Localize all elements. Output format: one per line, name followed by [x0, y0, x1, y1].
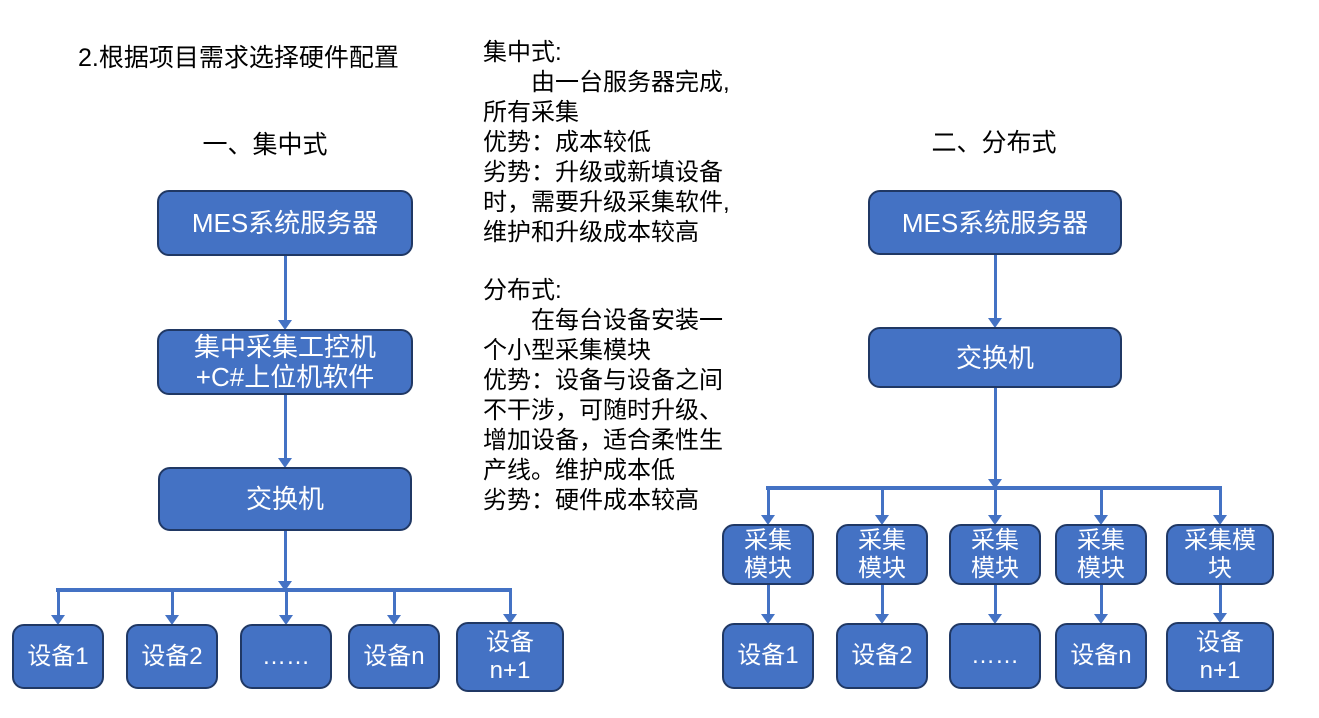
connector-arrowhead — [988, 318, 1002, 328]
node-distributed-device-n: 设备n — [1055, 623, 1147, 689]
connector-line — [880, 585, 884, 616]
connector-line — [1099, 490, 1103, 517]
connector-line — [993, 585, 997, 616]
node-centralized-ipc: 集中采集工控机 +C#上位机软件 — [157, 329, 413, 395]
page-title: 2.根据项目需求选择硬件配置 — [78, 44, 399, 72]
connector-line — [880, 490, 884, 517]
connector-arrowhead — [503, 614, 517, 624]
section-heading-distributed: 二、分布式 — [931, 129, 1057, 157]
connector-arrowhead — [875, 614, 889, 624]
connector-line — [56, 592, 60, 617]
node-distributed-module-2: 采集 模块 — [836, 524, 928, 585]
node-distributed-mes-server: MES系统服务器 — [868, 190, 1122, 255]
connector-line — [170, 592, 174, 617]
connector-arrowhead — [387, 615, 401, 625]
node-distributed-device-ellipsis: …… — [949, 623, 1041, 689]
node-distributed-module-3: 采集 模块 — [949, 524, 1041, 585]
connector-arrowhead — [988, 614, 1002, 624]
connector-line — [283, 256, 287, 322]
connector-arrowhead — [165, 615, 179, 625]
connector-arrowhead — [988, 515, 1002, 525]
node-centralized-device-2: 设备2 — [126, 624, 218, 689]
connector-arrowhead — [1213, 515, 1227, 525]
connector-arrowhead — [51, 615, 65, 625]
connector-arrowhead — [279, 615, 293, 625]
connector-line — [766, 490, 770, 517]
node-distributed-switch: 交换机 — [868, 327, 1122, 388]
connector-line — [284, 592, 288, 617]
connector-line — [766, 585, 770, 616]
connector-arrowhead — [1094, 515, 1108, 525]
connector-arrowhead — [1213, 613, 1227, 623]
connector-bar — [56, 588, 512, 592]
connector-line — [993, 490, 997, 517]
node-centralized-device-ellipsis: …… — [240, 624, 332, 689]
connector-line — [392, 592, 396, 617]
section-heading-centralized: 一、集中式 — [202, 131, 328, 159]
connector-arrowhead — [761, 515, 775, 525]
connector-line — [508, 592, 512, 616]
node-centralized-device-n: 设备n — [348, 624, 440, 689]
node-distributed-device-1: 设备1 — [722, 623, 814, 689]
note-distributed: 分布式: 在每台设备安装一 个小型采集模块 优势：设备与设备之间 不干涉，可随时… — [483, 277, 723, 514]
node-centralized-mes-server: MES系统服务器 — [157, 190, 413, 256]
node-distributed-module-5: 采集模 块 — [1166, 524, 1274, 585]
connector-bar — [766, 486, 1222, 490]
connector-arrowhead — [278, 320, 292, 330]
node-distributed-device-2: 设备2 — [836, 623, 928, 689]
connector-arrowhead — [988, 479, 1002, 489]
connector-line — [993, 388, 997, 481]
connector-arrowhead — [1094, 614, 1108, 624]
node-distributed-device-n1: 设备 n+1 — [1166, 622, 1274, 692]
connector-line — [1099, 585, 1103, 616]
connector-line — [283, 531, 287, 583]
connector-line — [1218, 585, 1222, 615]
node-centralized-switch: 交换机 — [158, 467, 412, 531]
connector-arrowhead — [278, 581, 292, 591]
connector-line — [993, 255, 997, 320]
node-centralized-device-1: 设备1 — [12, 624, 104, 689]
connector-arrowhead — [875, 515, 889, 525]
connector-arrowhead — [761, 614, 775, 624]
connector-line — [1218, 490, 1222, 517]
node-centralized-device-n1: 设备 n+1 — [456, 622, 564, 692]
node-distributed-module-4: 采集 模块 — [1055, 524, 1147, 585]
connector-arrowhead — [278, 458, 292, 468]
connector-line — [283, 395, 287, 460]
node-distributed-module-1: 采集 模块 — [722, 524, 814, 585]
note-centralized: 集中式: 由一台服务器完成, 所有采集 优势：成本较低 劣势：升级或新填设备 时… — [483, 39, 730, 246]
